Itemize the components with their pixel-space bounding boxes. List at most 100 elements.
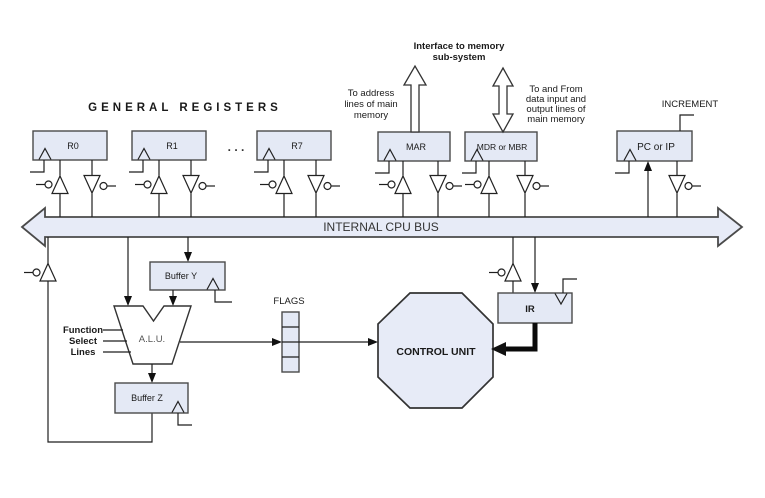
mar-note-line3: memory <box>354 110 389 121</box>
arrow-right-icon <box>368 338 378 346</box>
mar-note-line2: lines of main <box>344 99 397 110</box>
mdr-note-line1: To and From <box>529 84 582 95</box>
clock-input-icon <box>262 147 276 160</box>
buffer-y: Buffer Y <box>149 237 232 306</box>
interface-note-line2: sub-system <box>433 52 486 63</box>
tristate-in-buffer-icon <box>465 161 498 217</box>
pc-load-arrow <box>644 161 652 217</box>
tristate-ir-out-buffer-icon <box>489 237 522 293</box>
alu-label: A.L.U. <box>139 334 165 345</box>
register-mdr: MDR or MBR <box>462 66 549 217</box>
bus-label: INTERNAL CPU BUS <box>323 220 439 234</box>
tristate-out-buffer-icon <box>668 161 701 217</box>
register-r7: R7 <box>254 130 340 217</box>
tristate-out-buffer-icon <box>516 161 549 217</box>
function-select-wires <box>103 329 131 353</box>
instruction-register: IR <box>489 237 577 356</box>
clock-wire <box>129 160 144 173</box>
tristate-out-buffer-icon <box>429 161 462 217</box>
increment-label: INCREMENT <box>662 99 719 110</box>
tristate-in-buffer-icon <box>135 160 168 217</box>
interface-note-line1: Interface to memory <box>414 41 506 52</box>
register-r0-box <box>32 130 108 161</box>
register-pc-box <box>616 130 693 162</box>
function-select-line3: Lines <box>71 347 96 358</box>
register-r1: R1 <box>129 130 215 217</box>
mar-note-line1: To address <box>348 88 395 99</box>
clock-wire <box>462 161 477 174</box>
flags-register: FLAGS <box>180 296 378 373</box>
control-unit-octagon <box>377 292 494 409</box>
clock-wire <box>254 160 269 173</box>
function-select-line1: Function <box>63 325 103 336</box>
tristate-in-buffer-icon <box>260 160 293 217</box>
ir-box <box>497 292 573 324</box>
register-r7-label: R7 <box>291 141 303 151</box>
registers-ellipsis: . . . <box>228 140 245 154</box>
arrow-down-icon <box>124 296 132 306</box>
mdr-note-line2: data input and <box>526 94 586 105</box>
internal-cpu-bus: INTERNAL CPU BUS <box>20 206 744 248</box>
alu-shape <box>113 305 192 365</box>
buffer-y-label: Buffer Y <box>165 271 197 281</box>
ir-to-control-unit-thick-arrow <box>491 323 538 356</box>
increment-wire <box>679 114 694 131</box>
register-r1-box <box>131 130 207 161</box>
result-feedback-path <box>24 237 153 443</box>
arrow-right-icon <box>272 338 282 346</box>
clock-input-icon <box>171 400 185 413</box>
mdr-memory-double-arrow-icon <box>491 66 515 134</box>
arrow-down-icon <box>148 373 156 383</box>
register-pc-label: PC or IP <box>637 142 675 153</box>
clock-input-icon <box>206 277 220 290</box>
register-r0: R0 <box>30 130 116 217</box>
control-unit: CONTROL UNIT <box>377 292 494 409</box>
clock-wire <box>214 290 232 303</box>
tristate-out-buffer-icon <box>182 160 215 217</box>
arrow-down-icon <box>531 283 539 293</box>
function-select-line2: Select <box>69 336 98 347</box>
clock-wire <box>375 161 390 174</box>
mdr-note-line4: main memory <box>527 114 585 125</box>
clock-wire <box>30 160 45 173</box>
arrow-down-icon <box>184 252 192 262</box>
clock-input-icon <box>554 293 568 306</box>
bus-double-arrow-shape <box>20 206 744 248</box>
function-select-lines: Function Select Lines <box>63 325 131 358</box>
register-mdr-label: MDR or MBR <box>477 142 528 152</box>
mar-to-memory-arrow-icon <box>402 64 428 133</box>
buffer-z-box <box>114 382 189 414</box>
flags-cell-dividers <box>282 326 299 358</box>
tristate-in-buffer-icon <box>379 161 412 217</box>
alu-unit: A.L.U. Function Select Lines <box>63 237 192 365</box>
clock-wire <box>562 278 577 293</box>
register-pc: PC or IP INCREMENT <box>615 99 718 217</box>
register-mar-label: MAR <box>406 142 427 152</box>
tristate-out-buffer-icon <box>307 160 340 217</box>
register-r0-label: R0 <box>67 141 79 151</box>
clock-input-icon <box>383 148 397 161</box>
buffer-z-label: Buffer Z <box>131 393 163 403</box>
register-mdr-box <box>464 131 538 162</box>
clock-input-icon <box>38 147 52 160</box>
memory-interface-notes: Interface to memory sub-system To addres… <box>344 41 586 125</box>
control-unit-label: CONTROL UNIT <box>396 346 476 358</box>
register-mar-box <box>377 131 451 162</box>
tristate-out-buffer-icon <box>83 160 116 217</box>
register-r1-label: R1 <box>166 141 178 151</box>
clock-wire <box>615 161 630 174</box>
clock-wire <box>177 413 192 426</box>
clock-input-icon <box>137 147 151 160</box>
arrow-down-icon <box>169 296 177 306</box>
register-mar: MAR <box>375 64 462 217</box>
register-r7-box <box>256 130 332 161</box>
ir-label: IR <box>525 304 535 315</box>
clock-input-icon <box>470 148 484 161</box>
flags-label: FLAGS <box>273 296 304 307</box>
buffer-y-box <box>149 261 226 291</box>
mdr-note-line3: output lines of <box>526 104 586 115</box>
clock-input-icon <box>623 148 637 161</box>
buffer-z: Buffer Z <box>114 364 192 426</box>
